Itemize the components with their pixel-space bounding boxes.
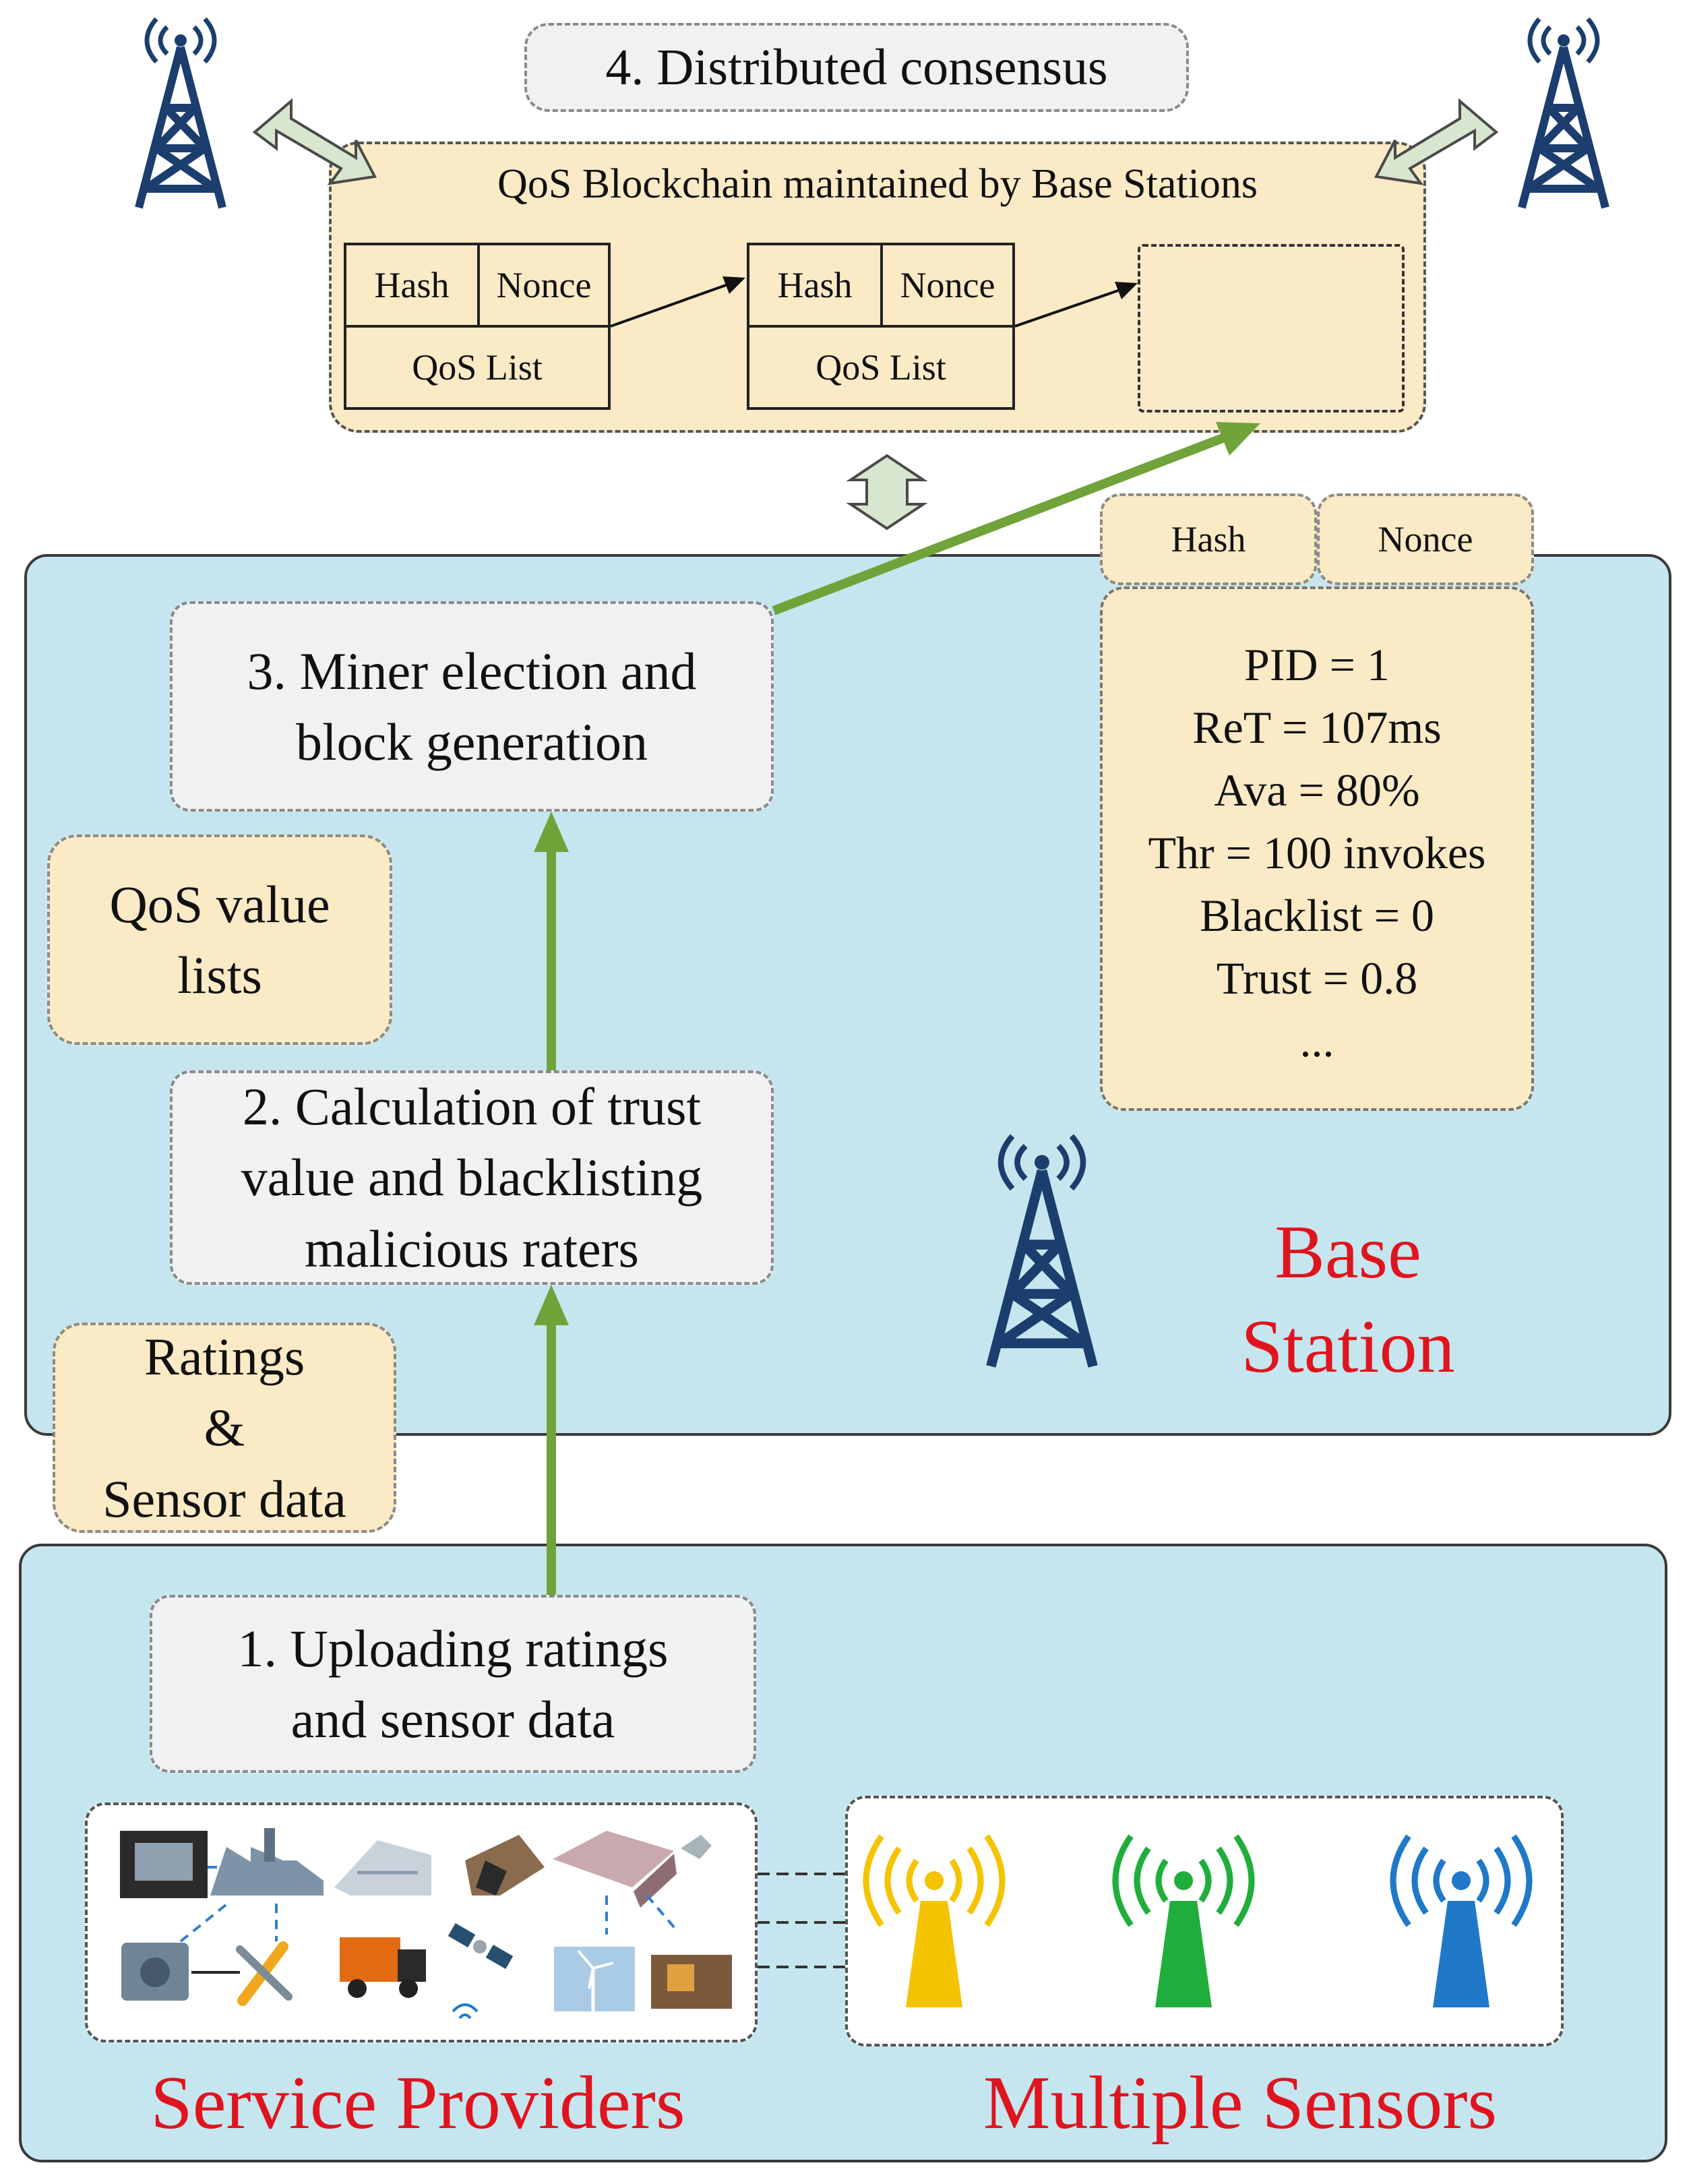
chain-link-2-arrow: [1014, 282, 1138, 328]
truck-icon: [340, 1937, 426, 1998]
step-1-uploading: 1. Uploading ratings and sensor data: [150, 1595, 756, 1773]
sync-double-arrow: [846, 454, 928, 530]
consensus-arrow-left: [252, 98, 377, 185]
field-thr: Thr = 100 invokes: [1148, 827, 1486, 878]
ratings-sensor-data-note: Ratings & Sensor data: [53, 1323, 396, 1533]
engine-icon: [121, 1943, 189, 2001]
flow-arrow-step2-to-step3: [534, 812, 569, 1070]
field-ava: Ava = 80%: [1214, 764, 1420, 816]
warehouse-icon: [334, 1840, 431, 1895]
base-station-tower-icon: [986, 1134, 1098, 1368]
blockchain-title: QoS Blockchain maintained by Base Statio…: [497, 161, 1258, 207]
step-2-trust-calculation: 2. Calculation of trust value and blackl…: [170, 1070, 774, 1285]
flow-arrow-step1-to-step2: [534, 1285, 569, 1595]
consensus-arrow-right: [1374, 98, 1499, 185]
step-3-miner-election: 3. Miner election and block generation: [170, 601, 774, 812]
base-station-label: Base Station: [1241, 1211, 1455, 1389]
power-plant-icon: [651, 1955, 732, 2009]
printer-3d-icon: [120, 1831, 208, 1898]
qos-value-lists-note: QoS value lists: [47, 835, 392, 1045]
block-1-nonce: Nonce: [477, 243, 611, 328]
provider-links: [179, 1866, 679, 1943]
field-trust: Trust = 0.8: [1216, 952, 1418, 1004]
sensor-icon-yellow: [863, 1834, 1006, 2007]
flow-arrow-step3-to-chain: [772, 422, 1260, 615]
wind-turbine-icon: [554, 1947, 635, 2011]
tools-icon: [236, 1941, 293, 2006]
building-icon: [465, 1835, 545, 1895]
provider-sensor-links: [758, 1873, 845, 1968]
pending-block-slot: [1138, 244, 1405, 413]
block-1-qos-list: QoS List: [344, 325, 611, 410]
field-ret: ReT = 107ms: [1192, 702, 1442, 753]
new-block-nonce: Nonce: [1317, 493, 1534, 585]
sensor-icon-green: [1112, 1834, 1255, 2007]
new-block-hash: Hash: [1100, 493, 1317, 585]
chain-link-1-arrow: [610, 276, 745, 328]
service-provider-icons: [120, 1828, 732, 2020]
new-block-fields: PID = 1 ReT = 107ms Ava = 80% Thr = 100 …: [1100, 586, 1534, 1111]
satellite-icon: [448, 1922, 514, 2020]
tower-icon-top-right: [1518, 17, 1609, 209]
block-2-nonce: Nonce: [880, 243, 1015, 328]
block-2-hash: Hash: [747, 243, 883, 328]
block-1-hash: Hash: [344, 243, 480, 328]
service-providers-label: Service Providers: [150, 2061, 685, 2145]
block-2-qos-list: QoS List: [747, 325, 1015, 410]
factory-icon: [210, 1828, 324, 1895]
field-blacklist: Blacklist = 0: [1199, 890, 1435, 941]
field-pid: PID = 1: [1244, 639, 1390, 690]
distributed-consensus-label: 4. Distributed consensus: [524, 23, 1189, 112]
multiple-sensors-label: Multiple Sensors: [983, 2061, 1498, 2145]
field-more: ...: [1299, 1015, 1334, 1066]
tower-icon-top-left: [135, 17, 226, 209]
smart-factory-icon: [553, 1831, 712, 1908]
sensor-icon-blue: [1390, 1834, 1533, 2007]
